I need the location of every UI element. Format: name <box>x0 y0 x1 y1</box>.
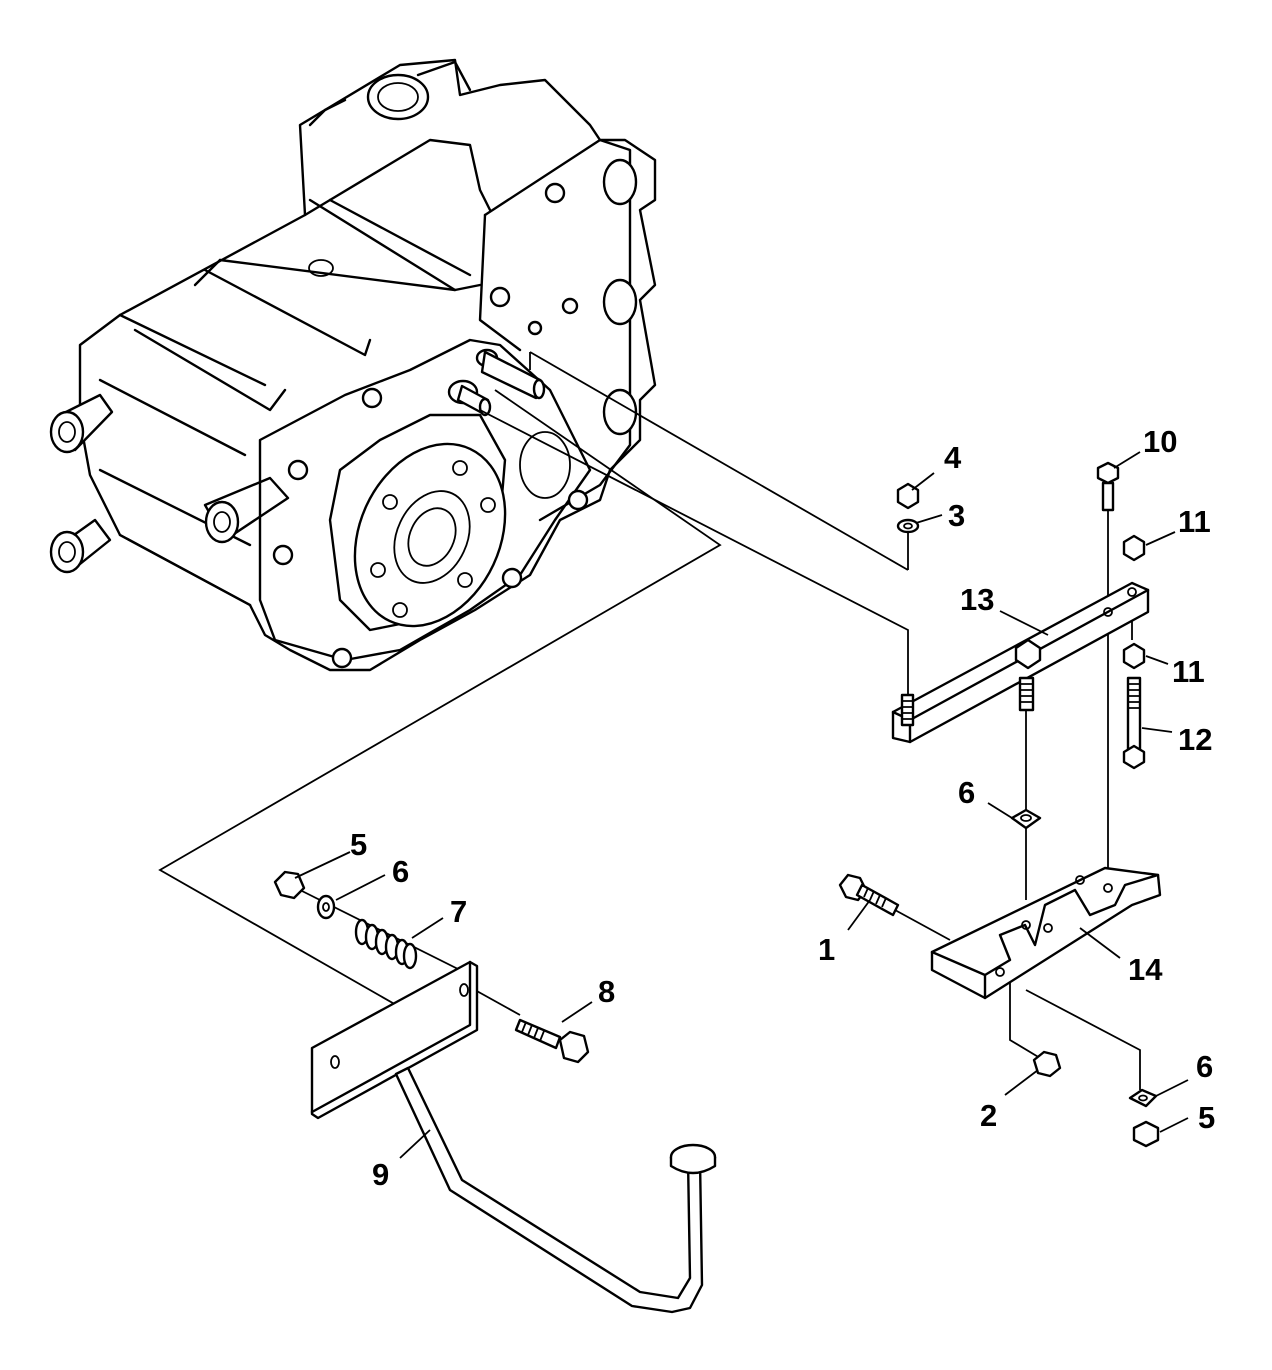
callout-12: 12 <box>1178 722 1212 757</box>
callout-4: 4 <box>944 440 962 475</box>
bracket <box>930 866 1162 1000</box>
callout-1: 1 <box>818 932 835 967</box>
callout-8: 8 <box>598 974 615 1009</box>
callout-7: 7 <box>450 894 467 929</box>
shift-rod <box>891 581 1150 744</box>
callout-10: 10 <box>1143 424 1177 459</box>
callout-3: 3 <box>948 498 965 533</box>
callout-leaders <box>294 451 1189 1159</box>
callout-6-lower: 6 <box>1196 1049 1213 1084</box>
callout-9: 9 <box>372 1157 389 1192</box>
brake-pedal <box>310 960 717 1314</box>
callout-labels: 4 3 10 11 13 11 12 6 1 14 2 6 5 5 6 7 8 … <box>350 424 1215 1192</box>
transaxle-housing <box>49 58 657 672</box>
callout-5-lower: 5 <box>1198 1100 1215 1135</box>
callout-11-upper: 11 <box>1178 504 1211 539</box>
callout-6-upper: 6 <box>958 775 975 810</box>
callout-13: 13 <box>960 582 994 617</box>
callout-5-left: 5 <box>350 827 367 862</box>
callout-2: 2 <box>980 1098 997 1133</box>
callout-14: 14 <box>1128 952 1163 987</box>
spring <box>354 918 418 970</box>
hardware <box>273 461 1160 1148</box>
callout-6-left: 6 <box>392 854 409 889</box>
callout-11-lower: 11 <box>1172 654 1205 689</box>
